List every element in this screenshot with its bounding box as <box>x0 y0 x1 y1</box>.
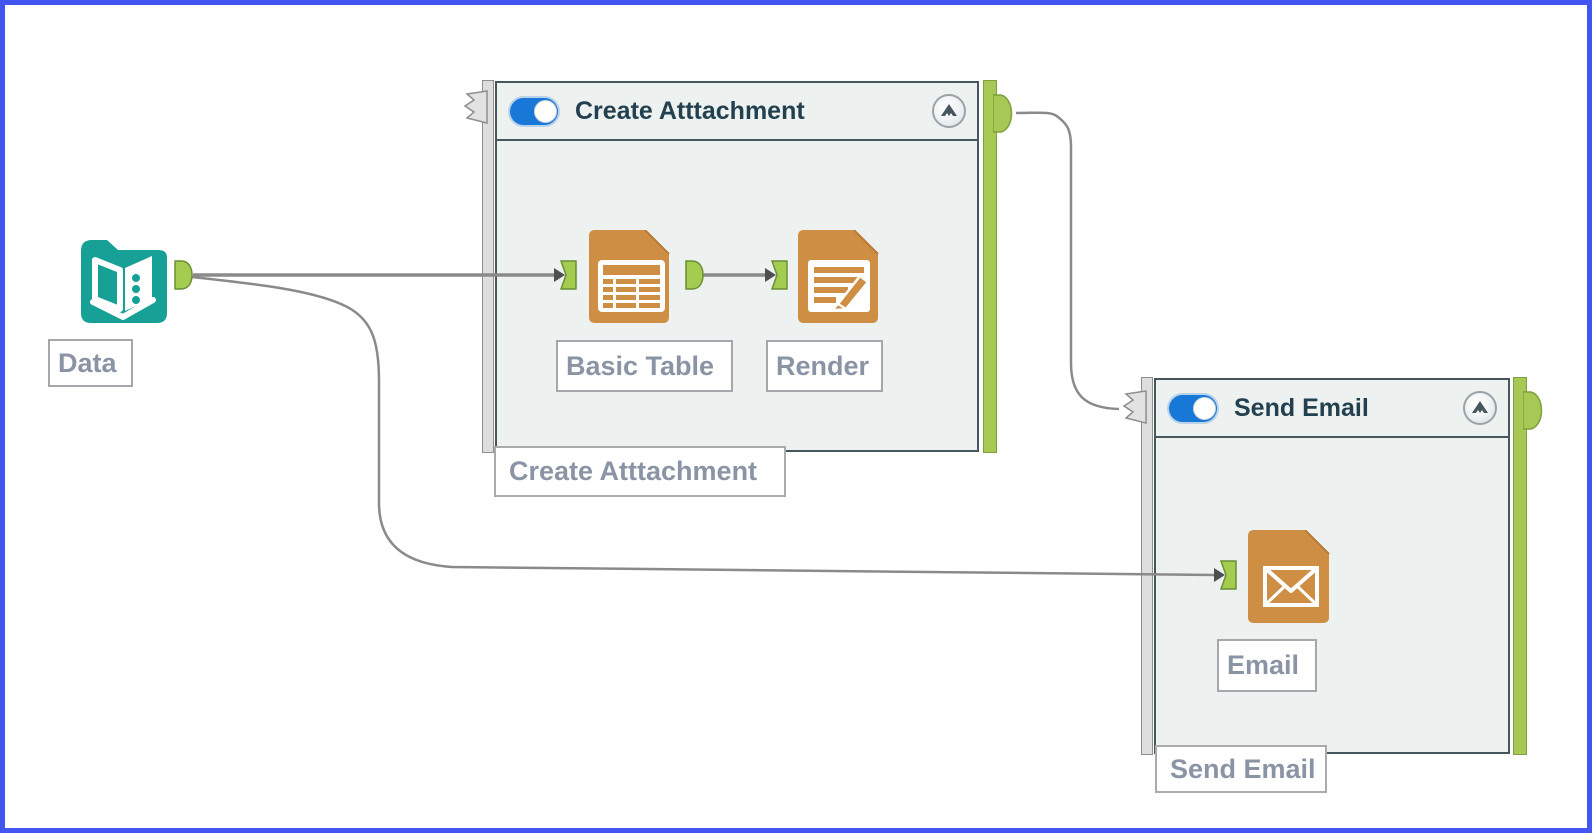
create-attachment-enable-toggle[interactable] <box>510 97 558 125</box>
create-attachment-left-bar[interactable] <box>482 80 494 453</box>
toggle-knob <box>534 99 557 123</box>
basic-table-output-anchor[interactable] <box>684 260 704 290</box>
wire-create-attachment-to-send-email[interactable] <box>1015 111 1120 411</box>
create-attachment-collapse-button[interactable] <box>932 94 966 128</box>
data-input-tool-icon[interactable] <box>71 227 169 325</box>
send-email-title: Send Email <box>1234 393 1369 422</box>
send-email-input-anchor[interactable] <box>1116 389 1148 429</box>
send-email-header[interactable]: Send Email <box>1156 380 1508 438</box>
email-input-anchor[interactable] <box>1213 560 1237 590</box>
create-attachment-caption: Create Atttachment <box>494 446 786 497</box>
email-tool-icon[interactable] <box>1248 530 1333 623</box>
send-email-right-bar[interactable] <box>1513 377 1527 755</box>
render-input-anchor[interactable] <box>764 260 788 290</box>
send-email-collapse-button[interactable] <box>1463 391 1497 425</box>
render-tool-label: Render <box>766 340 883 392</box>
collapse-chevron-icon <box>941 104 957 116</box>
render-tool-icon[interactable] <box>798 230 882 323</box>
create-attachment-right-bar[interactable] <box>983 80 997 453</box>
send-email-caption: Send Email <box>1155 745 1327 793</box>
create-attachment-output-anchor[interactable] <box>993 94 1019 134</box>
data-tool-label-text: Data <box>58 347 117 378</box>
collapse-chevron-icon <box>1472 401 1488 413</box>
toggle-knob <box>1193 396 1216 420</box>
render-label-text: Render <box>776 350 870 381</box>
send-email-output-anchor[interactable] <box>1523 391 1549 431</box>
email-tool-label: Email <box>1217 639 1317 692</box>
send-email-caption-text: Send Email <box>1170 753 1316 784</box>
basic-table-tool-label: Basic Table <box>556 340 733 392</box>
data-tool-label: Data <box>48 339 133 387</box>
send-email-left-bar[interactable] <box>1141 377 1153 755</box>
create-attachment-caption-text: Create Atttachment <box>509 456 758 486</box>
basic-table-label-text: Basic Table <box>566 350 715 381</box>
create-attachment-header[interactable]: Create Atttachment <box>497 83 977 141</box>
email-label-text: Email <box>1227 650 1300 680</box>
create-attachment-title: Create Atttachment <box>575 96 805 125</box>
basic-table-input-anchor[interactable] <box>553 260 577 290</box>
data-tool-output-anchor[interactable] <box>173 260 193 290</box>
create-attachment-input-anchor[interactable] <box>457 89 489 129</box>
basic-table-tool-icon[interactable] <box>589 230 673 323</box>
send-email-enable-toggle[interactable] <box>1169 394 1217 422</box>
